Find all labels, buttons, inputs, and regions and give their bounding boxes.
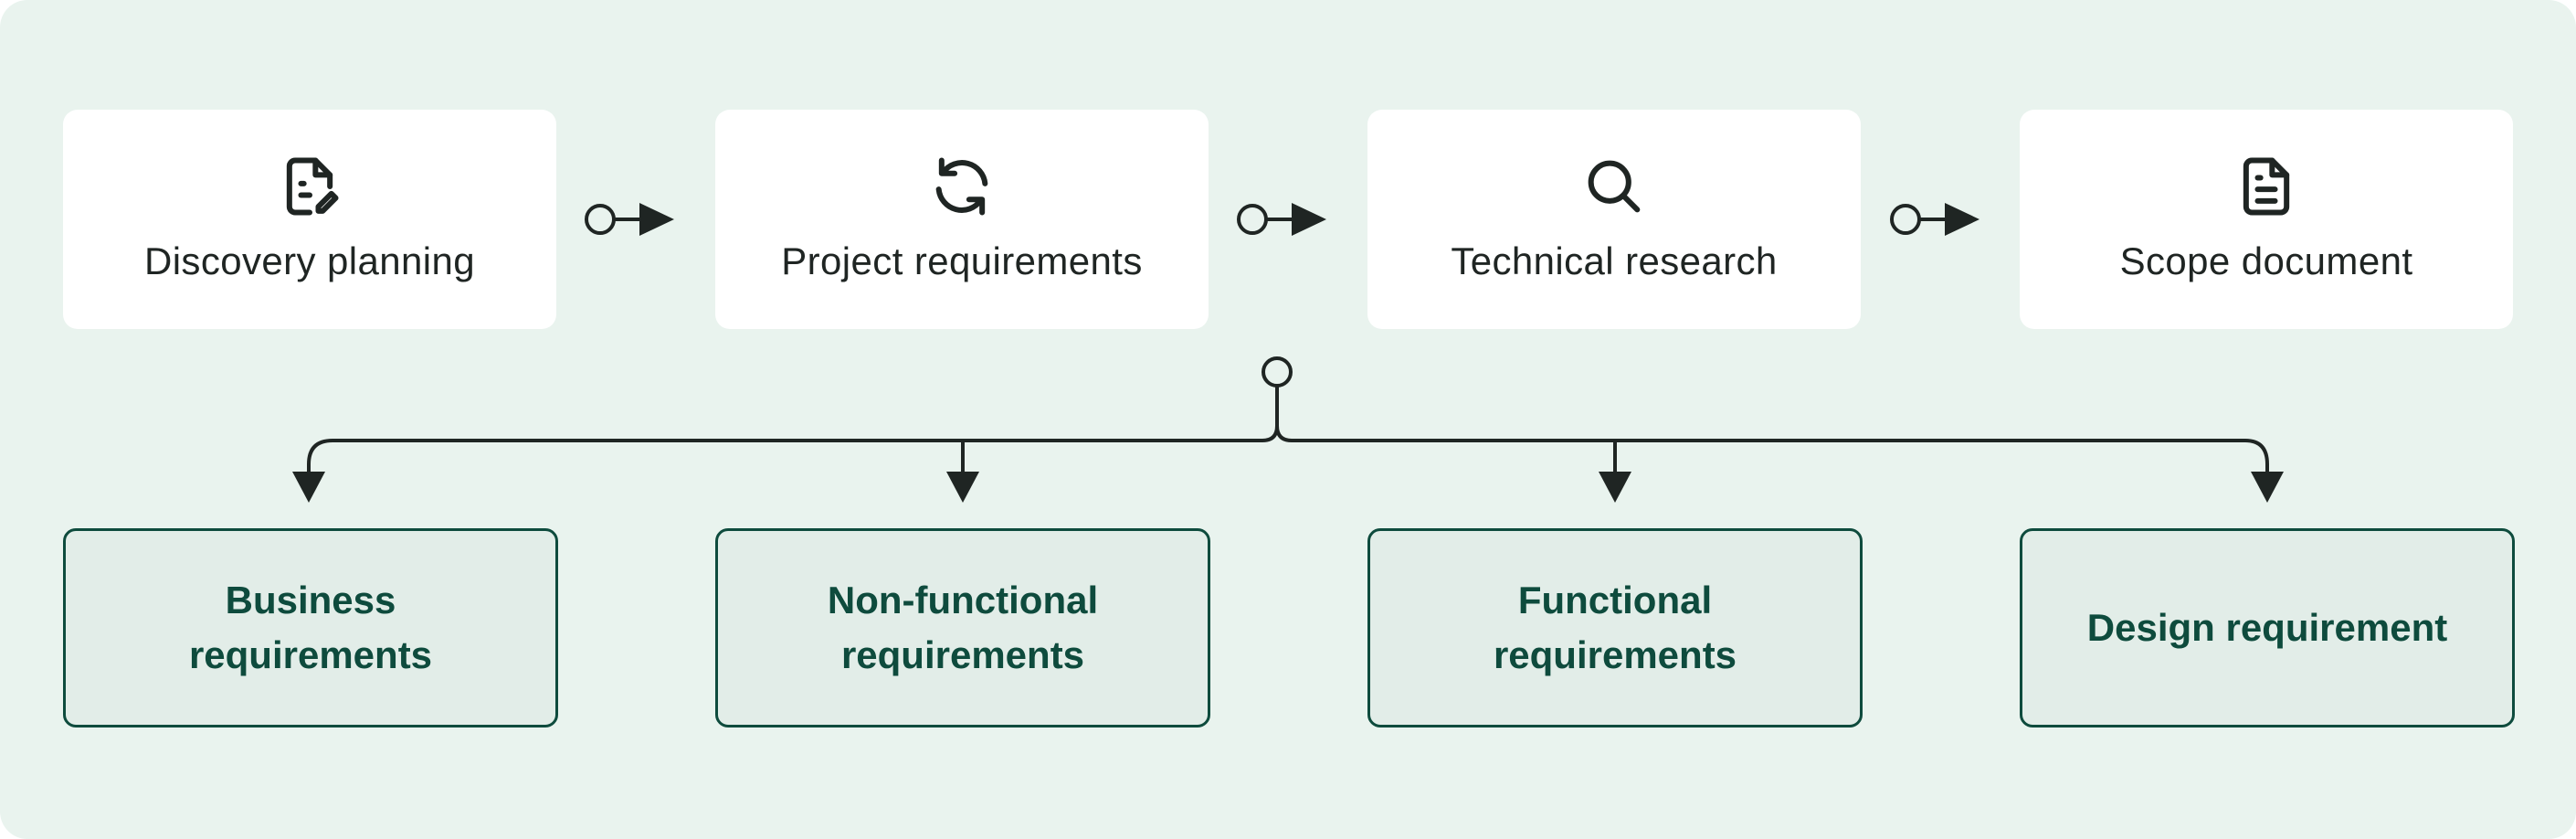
step-connector-1 (585, 203, 674, 236)
search-icon (1579, 152, 1649, 221)
requirement-label: Business requirements (188, 579, 433, 676)
requirement-label: Functional requirements (1493, 579, 1737, 676)
branch-connector (307, 356, 2269, 475)
step-label: Discovery planning (143, 239, 476, 282)
step-scope-document: Scope document (2020, 110, 2513, 329)
refresh-icon (927, 152, 997, 221)
requirement-label: Non-functional requirements (827, 579, 1099, 676)
step-label: Scope document (2119, 239, 2413, 282)
step-connector-2 (1237, 203, 1326, 236)
file-edit-icon (275, 152, 344, 221)
step-label: Project requirements (781, 239, 1143, 282)
requirement-functional: Functional requirements (1367, 528, 1863, 727)
step-connector-3 (1890, 203, 1980, 236)
requirement-design: Design requirement (2020, 528, 2515, 727)
step-discovery-planning: Discovery planning (63, 110, 556, 329)
requirement-label: Design requirement (2086, 606, 2448, 649)
branch-arrowheads (292, 472, 2284, 503)
step-label: Technical research (1451, 239, 1778, 282)
requirement-business: Business requirements (63, 528, 558, 727)
document-icon (2232, 152, 2301, 221)
requirement-non-functional: Non-functional requirements (715, 528, 1210, 727)
step-technical-research: Technical research (1367, 110, 1861, 329)
step-project-requirements: Project requirements (715, 110, 1209, 329)
